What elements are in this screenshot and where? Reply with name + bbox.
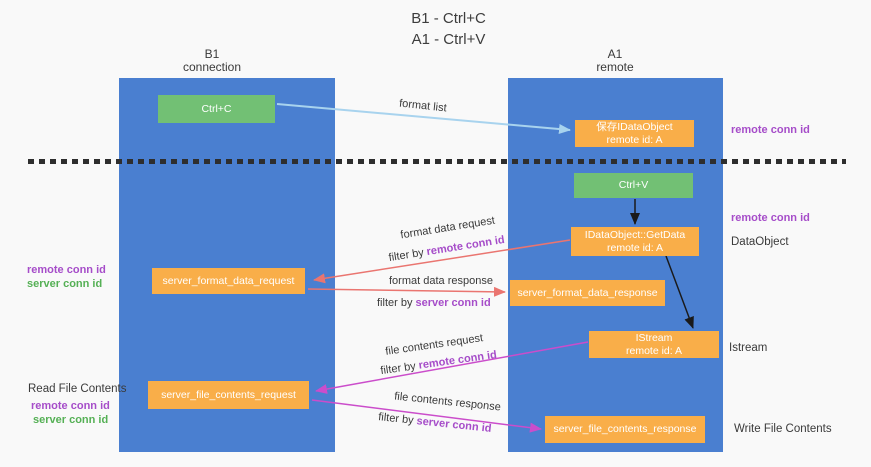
lifeline-b1-name: B1 [204,47,220,61]
lifeline-b1-role: connection [182,60,242,74]
edge-label-format-data-response: format data response [389,275,493,287]
lifeline-header-b1: B1 connection [152,48,272,74]
node-ctrl-v: Ctrl+V [574,173,693,198]
node-format-request-label: server_format_data_request [162,274,295,287]
arrow-format-data-response [307,286,506,297]
node-server-format-data-request: server_format_data_request [152,268,305,294]
annotation-right-remote-conn-id-top: remote conn id [731,124,810,136]
filter-by-text: filter by [387,246,425,265]
annotation-right-remote-conn-id-mid: remote conn id [731,212,810,224]
server-conn-id-text: server conn id [415,415,492,435]
remote-conn-id-text: remote conn id [425,233,506,259]
node-idataobject-getdata: IDataObject::GetData remote id: A [571,227,699,256]
remote-conn-id-text: remote conn id [417,348,498,372]
annotation-write-file-contents: Write File Contents [734,423,832,435]
diagram-title: B1 - Ctrl+C A1 - Ctrl+V [13,8,871,50]
filter-by-text: filter by [377,297,413,309]
node-save-idataobject-line1: 保存IDataObject [596,120,673,133]
node-ctrl-c: Ctrl+C [158,95,275,123]
node-getdata-line1: IDataObject::GetData [584,228,686,241]
annotation-read-file-contents: Read File Contents [28,383,127,395]
node-save-idataobject: 保存IDataObject remote id: A [575,120,694,147]
annotation-left-remote-conn-id: remote conn id [27,264,106,276]
server-conn-id-text: server conn id [415,297,491,309]
lifeline-a1-name: A1 [607,47,623,61]
filter-by-text: filter by [377,411,415,427]
edge-label-format-list: format list [398,97,448,115]
dashed-divider [28,159,846,164]
title-line-1: B1 - Ctrl+C [411,10,486,27]
node-server-file-contents-response: server_file_contents_response [545,416,705,443]
filter-by-text: filter by [379,360,417,378]
annotation-dataobject: DataObject [731,236,789,248]
lifeline-a1-role: remote [596,60,634,74]
node-server-file-contents-request: server_file_contents_request [148,381,309,409]
node-ctrl-c-label: Ctrl+C [201,102,232,115]
node-save-idataobject-line2: remote id: A [606,133,663,146]
node-istream: IStream remote id: A [589,331,719,358]
node-ctrl-v-label: Ctrl+V [618,179,649,191]
edge-label-file-contents-response: file contents response [393,390,502,414]
title-line-2: A1 - Ctrl+V [411,31,486,48]
node-istream-line2: remote id: A [625,344,683,357]
annotation-left-server-conn-id-2: server conn id [33,414,109,426]
node-getdata-line2: remote id: A [606,241,664,254]
node-server-format-data-response: server_format_data_response [510,280,665,306]
lifeline-header-a1: A1 remote [555,48,675,74]
node-file-response-label: server_file_contents_response [553,423,697,435]
node-file-request-label: server_file_contents_request [161,388,296,401]
annotation-left-server-conn-id: server conn id [27,278,103,290]
node-format-response-label: server_format_data_response [517,286,658,299]
annotation-left-remote-conn-id-2: remote conn id [31,400,110,412]
node-istream-line1: IStream [635,331,673,344]
annotation-istream: Istream [729,342,768,354]
